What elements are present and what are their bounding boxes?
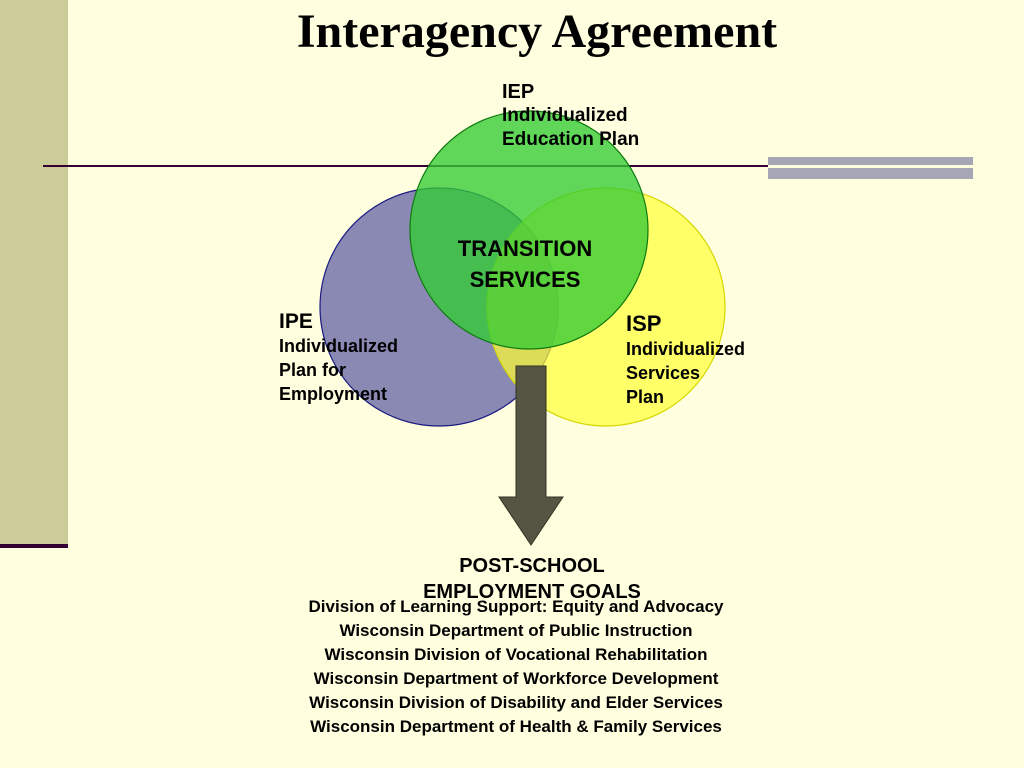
agency-item: Wisconsin Division of Vocational Rehabil…: [324, 645, 708, 664]
agency-item: Wisconsin Department of Workforce Develo…: [313, 669, 719, 688]
agency-item: Wisconsin Department of Health & Family …: [310, 717, 722, 736]
outcome-label: POST-SCHOOL EMPLOYMENT GOALS: [423, 555, 641, 603]
ipe-abbr: IPE: [279, 310, 313, 333]
agency-item: Wisconsin Division of Disability and Eld…: [309, 693, 723, 712]
iep-name: Individualized Education Plan: [502, 105, 640, 150]
iep-circle: [409, 110, 649, 350]
agency-list: Division of Learning Support: Equity and…: [216, 595, 816, 739]
isp-abbr: ISP: [626, 311, 662, 336]
agency-item: Wisconsin Department of Public Instructi…: [339, 621, 693, 640]
left-accent-rule: [0, 544, 68, 548]
isp-label: ISP Individualized Services Plan: [626, 311, 745, 409]
down-arrow: [498, 365, 564, 546]
agency-item: Division of Learning Support: Equity and…: [308, 597, 724, 616]
iep-abbr: IEP: [502, 81, 535, 103]
accent-stripes: [768, 157, 973, 179]
ipe-label: IPE Individualized Plan for Employment: [279, 310, 398, 406]
page-title: Interagency Agreement: [296, 5, 778, 58]
left-accent-bar: [0, 0, 68, 546]
isp-name: Individualized Services Plan: [626, 339, 746, 407]
transition-services-label: TRANSITION SERVICES: [457, 236, 593, 292]
iep-label: IEP Individualized Education Plan: [502, 80, 639, 152]
title-rule: [43, 165, 768, 167]
ipe-name: Individualized Plan for Employment: [279, 336, 399, 404]
